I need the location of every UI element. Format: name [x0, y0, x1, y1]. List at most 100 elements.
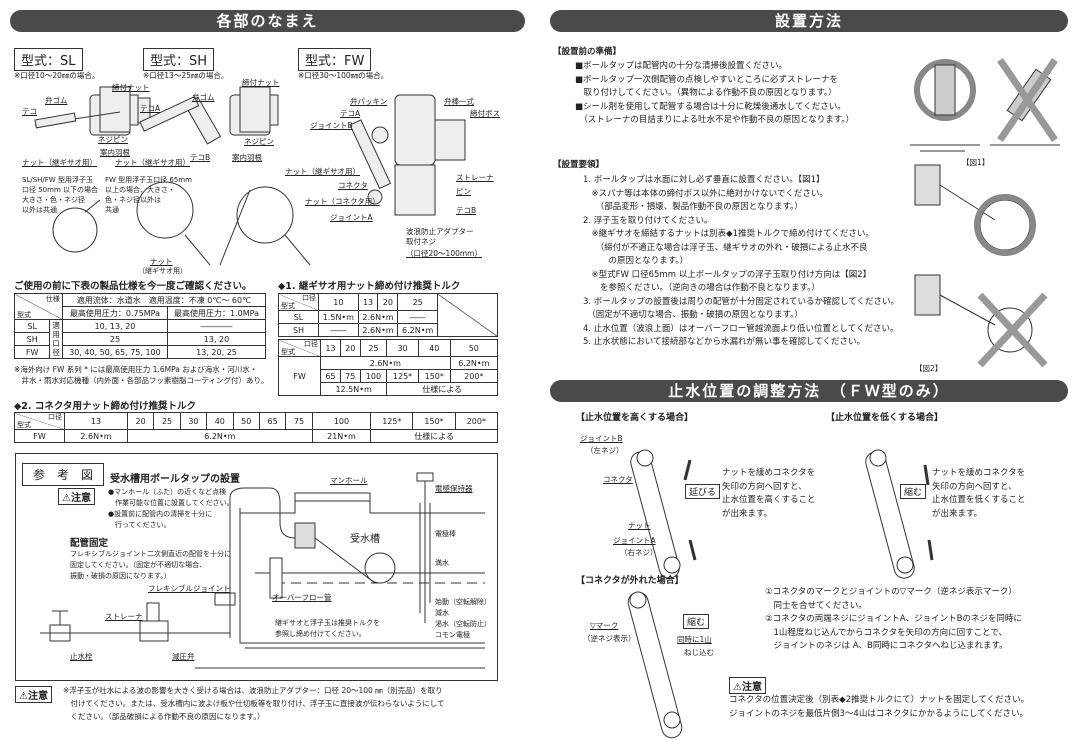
text-line: （固定が不適切な場合、振動・破損の原因となります。）	[583, 310, 803, 320]
fig2-label: 【図2】	[915, 364, 943, 373]
cell: 30	[386, 339, 419, 357]
text-line: ■ボールタップは配管内の十分な清掃後設置ください。	[575, 61, 788, 71]
cell: 仕様による	[386, 382, 498, 396]
text-line: 参照し締め付けてください。	[275, 630, 366, 638]
label-nut: ナット	[628, 521, 651, 530]
label-joint-a: ジョイントA	[330, 213, 373, 222]
text-line: フレキシブルジョイント二次側直近の配管を十分に	[70, 550, 231, 558]
pipe-fix-text: フレキシブルジョイント二次側直近の配管を十分に固定してください。（固定が不適切な…	[70, 549, 231, 582]
text-line: 作業可能な位置に設置してください。	[108, 499, 234, 507]
corner-top: 口径	[302, 294, 316, 302]
model-sh-note: ※口径13～25㎜の場合。	[143, 71, 229, 80]
text-line: 固定してください。（固定が不適切な場合、	[70, 561, 207, 569]
text-line: 継ギサオと浮子玉は推奨トルクを	[275, 619, 380, 627]
spec-table: 仕様型式適用流体：水道水 適用温度：不凍 0℃～ 60℃ 最高使用圧力：0.75…	[13, 293, 267, 359]
label-strainer: ストレーナ	[105, 612, 143, 621]
label-valve-rubber: 弁ゴム	[192, 93, 215, 102]
cell: 40	[417, 339, 451, 357]
bottom-caution-text: ※浮子玉が吐水による波の影響を大きく受ける場合は、波浪防止アダプター：口径 20…	[63, 684, 445, 723]
label-rod-nut: ナット（継ギサオ用）	[285, 167, 360, 176]
cell: 200*	[449, 369, 499, 383]
label-water-tank: 受水槽	[350, 534, 380, 545]
cell: 21N•m	[311, 429, 372, 443]
cell: 13, 20	[167, 332, 266, 346]
text-line: ②コネクタの両端ネジにジョイントA、ジョイントBのネジを同時に	[765, 614, 1022, 624]
cell: 200*	[454, 412, 499, 430]
torque2-heading: ◆2. コネクタ用ナット締め付け推奨トルク	[14, 401, 196, 412]
text-line: 1. ボールタップは水面に対し必ず垂直に設置ください。【図1】	[583, 175, 825, 185]
cell: 75	[339, 369, 361, 383]
label-guide-vane: 案内羽根	[100, 148, 130, 157]
cell: 25	[397, 293, 438, 311]
label-simultaneous: 同時に1山	[677, 635, 712, 644]
cell: SH	[13, 332, 51, 346]
text-line: 同士を合せてください。	[765, 600, 867, 611]
label-connector-nut: ナット（コネクタ用）	[305, 197, 380, 206]
text-line: 2. 浮子玉を取り付けてください。	[583, 215, 713, 226]
reference-caution-text: ●マンホール（ふた）の近くなど点検 作業可能な位置に設置してください。●設置前に…	[108, 487, 234, 531]
cell: 125*	[370, 412, 414, 430]
cell: 2.6N•m	[320, 356, 451, 370]
bottom-caution-badge: ⚠注意	[15, 686, 52, 703]
text-line: ジョイントのネジを最低片側3～4山はコネクタにかかるようにしてください。	[729, 708, 1028, 719]
note-line: SL/SH/FW 型用浮子玉	[22, 176, 93, 184]
label-stop-valve: 止水栓	[70, 652, 93, 661]
cell: 10	[318, 293, 359, 311]
text-line: ※浮子玉が吐水による波の影響を大きく受ける場合は、波浪防止アダプター：口径 20…	[63, 686, 443, 695]
cell: 10, 13, 20	[61, 319, 169, 333]
adjust-caution-badge: ⚠注意	[729, 677, 766, 694]
text-line: ※スパナ等は本体の締付ボス以外に絶対かけないでください。	[583, 188, 828, 199]
prep-heading: 【設置前の準備】	[553, 47, 622, 57]
cell: 13, 20, 25	[167, 345, 266, 359]
adjust-caution-text: コネクタの位置決定後（別表◆2推奨トルクにて）ナットを固定してください。ジョイン…	[729, 694, 1029, 721]
label-tightening-nut: 締付ナット	[112, 83, 150, 92]
text-line: の原因となります。）	[583, 256, 689, 266]
label-pressure-reducer: 減圧弁	[172, 652, 195, 661]
cell: ――	[318, 323, 359, 337]
text-line: ナットを緩めコネクタを	[932, 468, 1026, 478]
text-line: ください。（部品破損による作動不良の原因になります。）	[63, 712, 265, 721]
label-flexible-joint: フレキシブルジョイント	[148, 584, 231, 593]
cell: 2.6N•m	[64, 429, 128, 443]
corner-bottom: 型式	[17, 421, 31, 429]
footnote-line: 井水・雨水対応機種（内外面・各部品フッ素樹脂コーティング付）あり。	[14, 376, 269, 385]
cell: 50	[449, 339, 499, 357]
cell: 150*	[417, 369, 451, 383]
text-line: ナットを緩めコネクタを	[722, 468, 816, 478]
text-line: 取り付けしてください。（異物による作動不良の原因となります。）	[575, 88, 837, 98]
text-line: ※型式FW 口径65mm 以上ボールタップの浮子玉取り付け方向は【図2】	[583, 269, 872, 280]
cell: 13	[320, 339, 341, 357]
text-line: 3. ボールタップの設置後は周りの配管が十分固定されているか確認してください。	[583, 296, 900, 307]
pressure-2: 最高使用圧力：1.0MPa	[167, 306, 266, 320]
cell: 30	[179, 412, 208, 430]
text-line: 5. 止水状態において接続部などから水漏れが無い事を確認してください。	[583, 337, 866, 347]
cell: 13	[357, 293, 379, 311]
float-small-note: SL/SH/FW 型用浮子玉口径 50mm 以下の場合大きさ・色・ネジ径以外は共…	[22, 175, 98, 215]
label-lever: テコ	[22, 107, 37, 116]
cell: 50	[232, 412, 260, 430]
detached-heading: 【コネクタが外れた場合】	[576, 576, 684, 586]
label-lever-b: テコB	[456, 206, 477, 215]
text-line: ①コネクタのマークとジョイントの▽マーク（逆ネジ表示マーク）	[765, 587, 1017, 597]
text-line: 止水位置を高くすること	[722, 495, 816, 505]
text-line: （ストレーナの目詰まりによる吐水不足や作動不良の原因となります。）	[575, 115, 855, 125]
label-pin: ピン	[456, 187, 471, 196]
label-lever-a: テコA	[140, 104, 161, 113]
cell: FW	[14, 429, 65, 443]
empty-cell	[437, 293, 498, 337]
part-diagrams	[34, 86, 466, 266]
text-line: コネクタの位置決定後（別表◆2推奨トルクにて）ナットを固定してください。	[729, 695, 1030, 705]
note-line: 以上の場合、大きさ・	[105, 186, 175, 194]
cell: 2.6N•m	[357, 323, 399, 337]
label-joint-b: ジョイントB	[310, 121, 353, 130]
model-fw-note: ※口径30～100㎜の場合。	[298, 71, 389, 80]
footnote-line: ※海外向け FW 系列 * には最高使用圧力 1.6MPa および海水・河川水・	[14, 365, 258, 374]
cell: 25	[359, 339, 388, 357]
label-triangle-mark: ▽マーク	[590, 621, 619, 630]
cell: 75	[285, 412, 313, 430]
label-reverse-thread: （逆ネジ表示）	[583, 634, 636, 643]
cell: 25	[153, 412, 181, 430]
